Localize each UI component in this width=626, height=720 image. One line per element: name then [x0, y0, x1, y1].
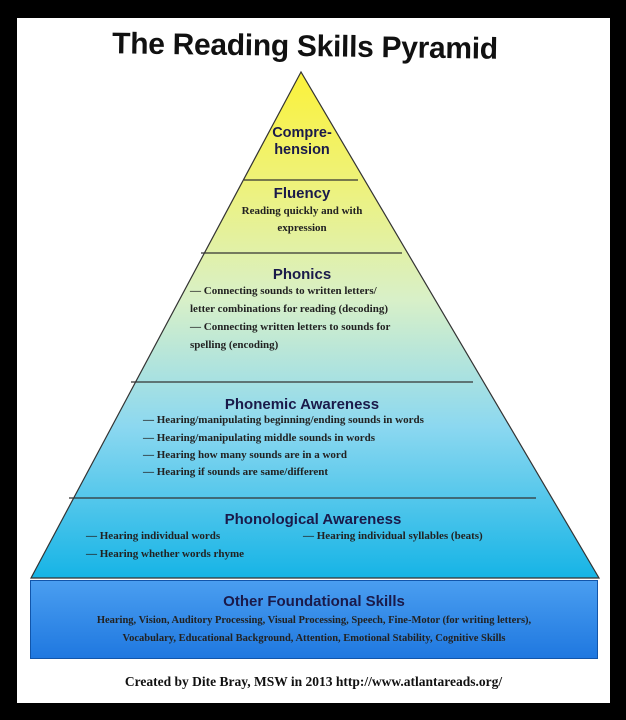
phonics-line: letter combinations for reading (decodin… [190, 303, 388, 315]
pyramid-body [29, 70, 601, 579]
foundational-title: Other Foundational Skills [223, 593, 405, 610]
credit-line: Created by Dite Bray, MSW in 2013 http:/… [124, 674, 503, 689]
comprehension-line1: Compre- [272, 125, 332, 141]
phonological-left-2: — Hearing whether words rhyme [86, 548, 245, 560]
fluency-title: Fluency [273, 185, 331, 202]
fluency-line1: Reading quickly and with [241, 205, 363, 217]
foundational-line2: Vocabulary, Educational Background, Atte… [122, 633, 506, 644]
phonological-title: Phonological Awareness [224, 511, 402, 528]
phonics-line: — Connecting sounds to written letters/ [190, 285, 377, 297]
foundational-box [30, 580, 598, 659]
comprehension-title: Compre- hension [252, 125, 352, 159]
phonological-right-1: — Hearing individual syllables (beats) [303, 530, 483, 542]
phonemic-line: — Hearing/manipulating beginning/ending … [143, 414, 424, 426]
comprehension-line2: hension [274, 142, 330, 158]
phonological-left-1: — Hearing individual words [86, 530, 221, 542]
foundational-line1: Hearing, Vision, Auditory Processing, Vi… [96, 615, 532, 626]
phonics-title: Phonics [272, 266, 332, 283]
fluency-line2: expression [277, 222, 327, 234]
phonemic-title: Phonemic Awareness [224, 396, 380, 413]
phonemic-line: — Hearing if sounds are same/different [143, 466, 329, 478]
phonemic-line: — Hearing/manipulating middle sounds in … [143, 432, 375, 444]
phonemic-line: — Hearing how many sounds are in a word [143, 449, 347, 461]
phonics-line: spelling (encoding) [190, 339, 279, 351]
phonics-line: — Connecting written letters to sounds f… [190, 321, 391, 333]
